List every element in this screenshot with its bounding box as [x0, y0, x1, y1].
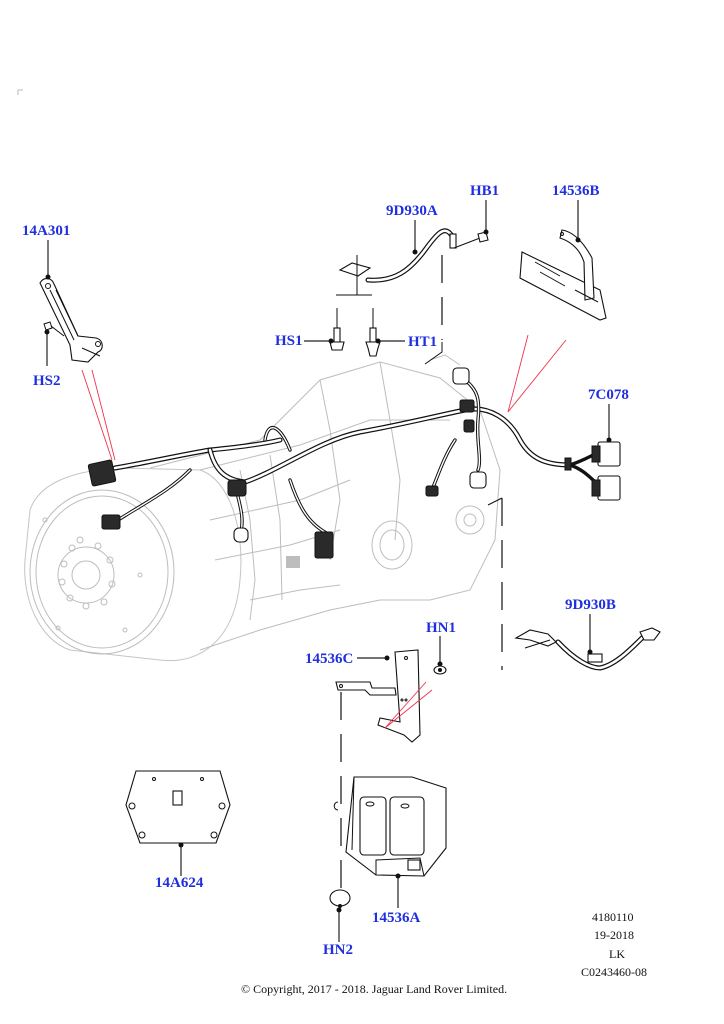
- callout-14536a[interactable]: 14536A: [372, 910, 421, 926]
- callout-14a624[interactable]: 14A624: [155, 875, 204, 891]
- connector: [463, 419, 475, 433]
- reference-lines: [81, 334, 567, 729]
- callout-hn2[interactable]: HN2: [323, 942, 353, 958]
- info-illustration-id: C0243460-08: [581, 965, 647, 979]
- callout-7c078[interactable]: 7C078: [588, 387, 629, 403]
- callout-hb1[interactable]: HB1: [470, 183, 500, 199]
- info-code: 4180110: [592, 910, 634, 924]
- connector: [227, 479, 247, 497]
- clip-hn2: [329, 889, 351, 908]
- module-bracket-14536c: [335, 649, 421, 743]
- control-module-14a624: [125, 770, 231, 844]
- callout-14536c[interactable]: 14536C: [305, 651, 354, 667]
- module-connector-7c078: [564, 441, 621, 501]
- callout-9d930a[interactable]: 9D930A: [386, 203, 438, 219]
- callout-14536b[interactable]: 14536B: [552, 183, 600, 199]
- callout-9d930b[interactable]: 9D930B: [565, 597, 616, 613]
- callout-14a301[interactable]: 14A301: [22, 223, 71, 239]
- connector: [459, 399, 475, 413]
- info-initials: LK: [609, 947, 625, 961]
- crop-mark: [17, 89, 23, 95]
- callout-hn1[interactable]: HN1: [426, 620, 456, 636]
- module-bracket-14536b: [519, 229, 607, 321]
- connector: [87, 459, 117, 487]
- earth-cable-9d930b: [514, 627, 661, 671]
- harness-bracket-14a301: [39, 278, 103, 363]
- assembly-lines: [340, 255, 503, 890]
- callout-ht1[interactable]: HT1: [408, 334, 438, 350]
- module-cover-14536a: [333, 776, 447, 877]
- flexplate-bolts: [42, 517, 143, 633]
- wiring-harness: [87, 367, 573, 559]
- connector: [469, 471, 487, 489]
- connector: [452, 367, 470, 385]
- connector: [101, 514, 121, 530]
- connector: [425, 485, 439, 497]
- callout-hs2[interactable]: HS2: [33, 373, 61, 389]
- callout-hs1[interactable]: HS1: [275, 333, 303, 349]
- leader-lines: [44, 200, 612, 942]
- bolt-hs1: [329, 327, 345, 351]
- info-date: 19-2018: [594, 928, 634, 942]
- nut-hn1: [433, 665, 447, 675]
- earth-cable-9d930a: [336, 228, 489, 328]
- transmission-outline: [24, 354, 501, 662]
- copyright-notice: © Copyright, 2017 - 2018. Jaguar Land Ro…: [241, 982, 508, 996]
- connector: [233, 527, 249, 543]
- connector: [314, 531, 334, 559]
